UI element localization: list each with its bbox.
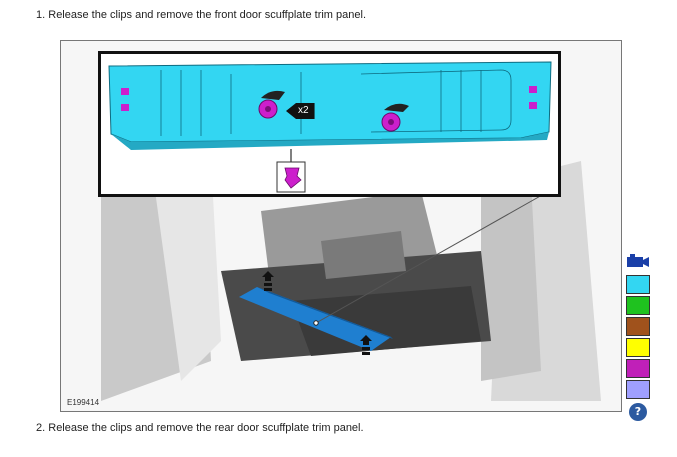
help-question-icon[interactable]: ? [629,403,647,421]
legend-swatch-5 [626,359,650,378]
multiplier-badge: x2 [286,103,315,119]
detail-inset: x2 [98,51,561,197]
legend-swatch-3 [626,317,650,336]
step-1-text: 1. Release the clips and remove the fron… [36,8,366,22]
legend-swatch-6 [626,380,650,399]
step-2-number: 2. [36,422,46,434]
legend-swatch-2 [626,296,650,315]
legend-swatch-4 [626,338,650,357]
step-1-number: 1. [36,9,46,21]
step-2-instruction: Release the clips and remove the rear do… [48,422,364,434]
color-legend: ? [626,254,650,421]
scuffplate-detail-drawing [108,61,552,193]
step-2-text: 2. Release the clips and remove the rear… [36,421,364,435]
step-1-instruction: Release the clips and remove the front d… [48,9,366,21]
repair-illustration: x2 E199414 [60,40,622,412]
legend-swatch-1 [626,275,650,294]
figure-code: E199414 [67,398,100,407]
camera-icon[interactable] [626,254,650,268]
